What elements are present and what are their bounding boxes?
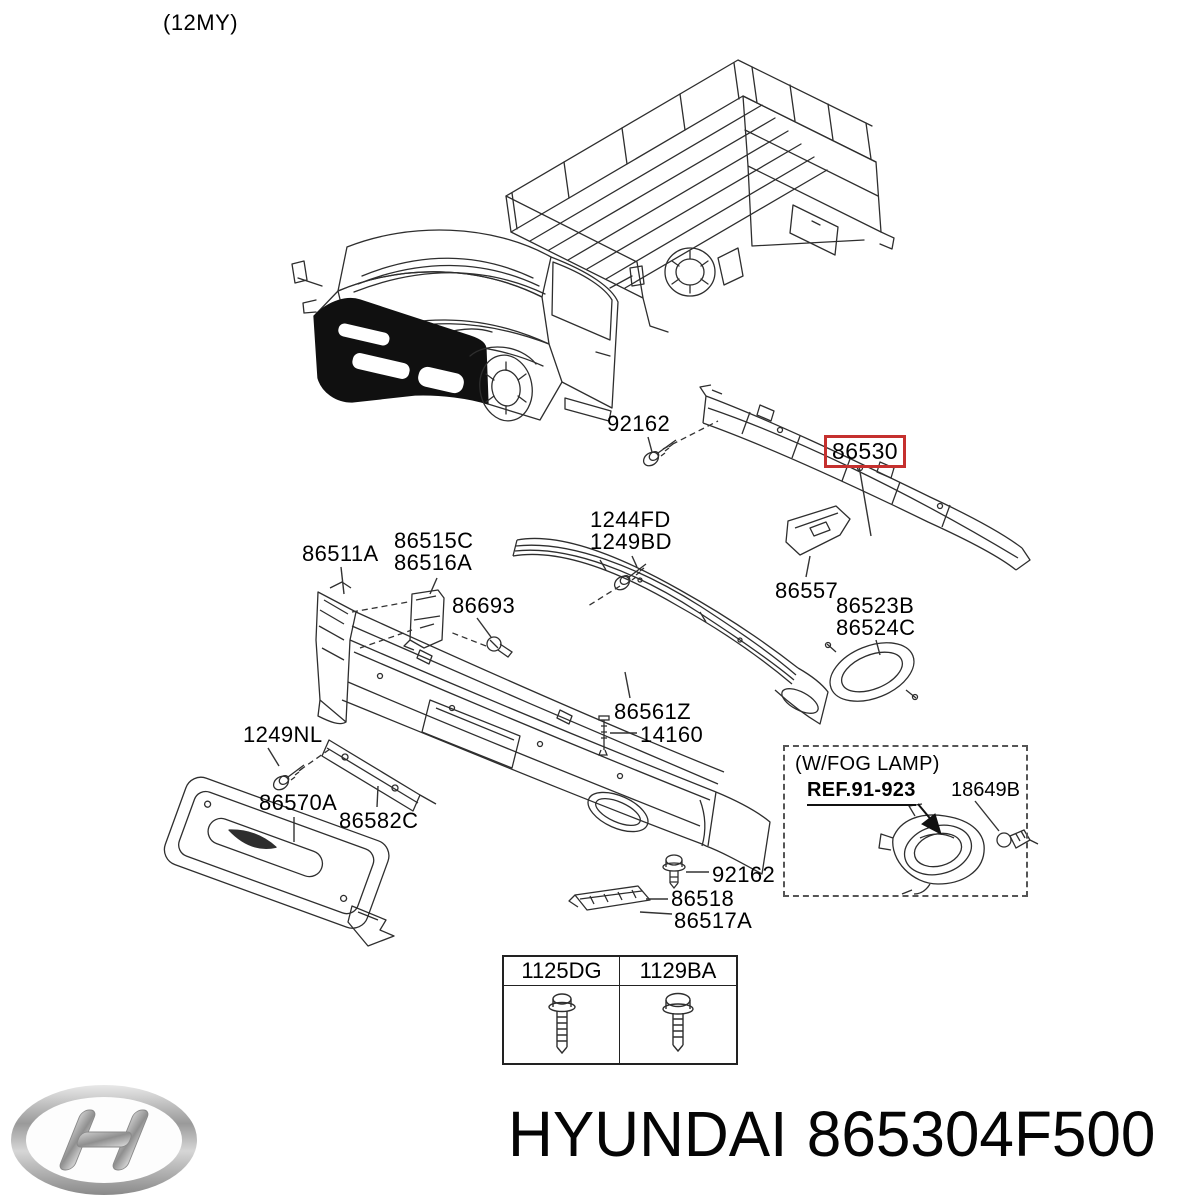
part-label-86570A-14: 86570A	[259, 790, 338, 815]
hyundai-logo	[11, 1085, 197, 1195]
part-86557-bracket	[785, 505, 851, 556]
fastener-table: 1125DG 1129BA	[502, 955, 738, 1065]
part-label-86516A-6: 86516A	[394, 550, 473, 575]
bolt-92162-top	[642, 439, 677, 467]
part-label-92162-0: 92162	[607, 411, 671, 436]
fastener-cell-1129BA	[620, 986, 736, 1063]
part-label-86582C-15: 86582C	[339, 808, 419, 833]
flange-bolt-icon	[547, 992, 576, 1054]
part-label-86524C-10: 86524C	[836, 615, 916, 640]
bolt-1244FD	[613, 563, 647, 591]
part-86518-bumper-strip	[568, 885, 651, 911]
part-86582C-license-plate-bracket	[321, 739, 437, 812]
part-label-86523B-9: 86523B	[836, 593, 915, 618]
fastener-cell-1125DG	[504, 986, 620, 1063]
part-number: 865304F500	[806, 1098, 1156, 1170]
part-label-86515C-5: 86515C	[394, 528, 474, 553]
fastener-column-1125DG: 1125DG	[504, 957, 620, 986]
model-year-note: (12MY)	[163, 10, 239, 35]
part-86511A-front-bumper	[315, 581, 771, 875]
part-86561Z-bumper-grille-section	[512, 537, 829, 725]
flange-bolt-icon	[662, 992, 694, 1052]
fastener-column-1129BA: 1129BA	[620, 957, 736, 986]
bolt-92162-bottom	[662, 854, 686, 890]
ref-arrow	[917, 803, 942, 835]
part-label-92162-16: 92162	[712, 862, 776, 887]
part-86523B-fog-lamp-bezel	[824, 641, 919, 702]
part-label-18649B: 18649B	[951, 779, 1020, 801]
fog-lamp-box-title: (W/FOG LAMP)	[795, 753, 940, 775]
part-label-86530-1: 86530	[824, 435, 906, 468]
part-18649B-bulb	[996, 829, 1039, 849]
part-label-1249BD-3: 1249BD	[590, 529, 672, 554]
bolt-1249NL	[272, 764, 305, 791]
part-label-86511A-4: 86511A	[302, 541, 379, 566]
dashed-leader-lines	[299, 420, 719, 771]
brand-name: HYUNDAI	[508, 1098, 788, 1170]
part-label-14160-12: 14160	[640, 722, 704, 747]
part-86693-clip	[486, 636, 513, 658]
part-label-86693-7: 86693	[452, 593, 516, 618]
leader-lines	[267, 436, 1000, 915]
fog-lamp-ref-label: REF.91-923	[807, 779, 916, 806]
part-label-1249NL-13: 1249NL	[243, 722, 323, 747]
fog-lamp-option-box: (W/FOG LAMP) REF.91-923 18649B	[783, 745, 1028, 897]
pin-14160	[598, 715, 610, 756]
part-86570A-grille-bezel	[163, 776, 395, 947]
truck-illustration	[291, 59, 895, 422]
part-86515C-bumper-stay-bracket	[403, 589, 445, 651]
part-label-86517A-18: 86517A	[674, 908, 753, 933]
part-label-86561Z-11: 86561Z	[614, 699, 692, 724]
part-86530-bumper-reinforcement	[699, 384, 1031, 571]
part-label-1244FD-2: 1244FD	[590, 507, 671, 532]
part-label-86557-8: 86557	[775, 578, 839, 603]
part-label-86518-17: 86518	[671, 886, 735, 911]
